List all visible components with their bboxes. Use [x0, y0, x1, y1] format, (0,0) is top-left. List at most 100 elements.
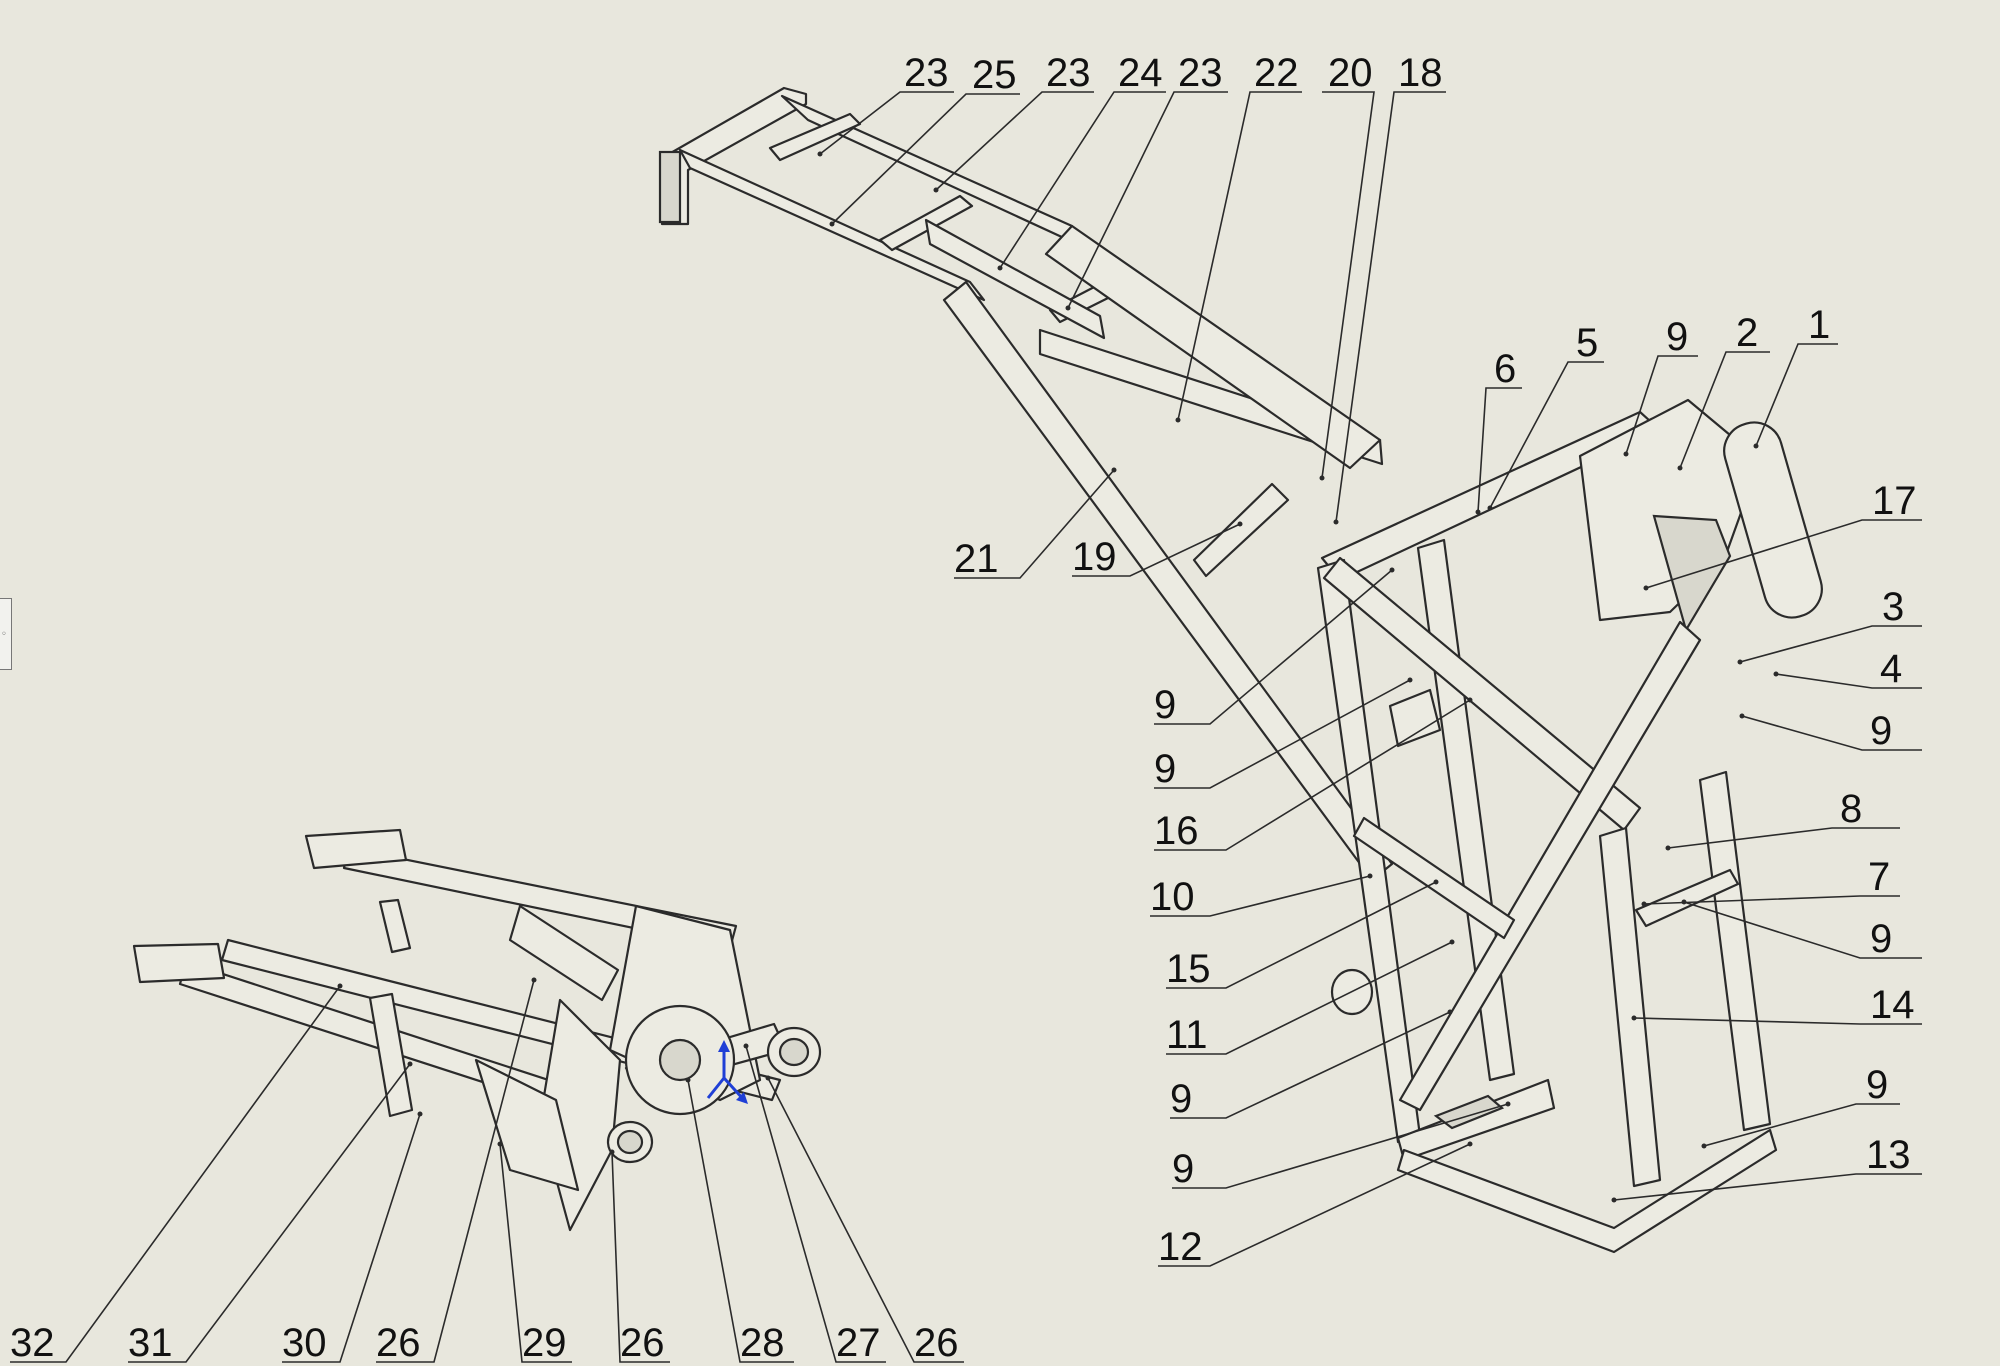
upper-beam: [1044, 224, 1382, 470]
main-frame-callout-number: 7: [1868, 855, 1890, 899]
head-tube: [1723, 421, 1823, 619]
main-frame: [658, 86, 1823, 1254]
main-frame-leader-dot: [1641, 901, 1647, 907]
main-frame-leader-dot: [1237, 521, 1243, 527]
main-frame-callout-number: 23: [1046, 51, 1091, 95]
main-frame-callout-number: 13: [1866, 1133, 1911, 1177]
main-frame-leader-dot: [1319, 475, 1325, 481]
main-frame-leader-line: [1489, 361, 1604, 509]
main-frame-leader-line: [1667, 827, 1900, 849]
main-frame-leader-dot: [1643, 585, 1649, 591]
pivot-bushing-right-bore: [778, 1037, 810, 1067]
main-frame-leader-line: [1177, 91, 1302, 421]
swingarm-callout-number: 26: [914, 1321, 959, 1365]
main-frame-leader-dot: [1677, 465, 1683, 471]
main-frame-leader-line: [1679, 351, 1770, 469]
main-frame-leader-line: [999, 91, 1166, 269]
swingarm-leader-dot: [685, 1077, 691, 1083]
main-frame-leader-dot: [1737, 659, 1743, 665]
main-frame-leader-line: [935, 91, 1094, 191]
main-frame-callout-number: 1: [1808, 303, 1830, 347]
swingarm-leader-line: [376, 979, 535, 1363]
side-panel-handle[interactable]: ◦: [0, 598, 12, 670]
main-frame-leader-line: [1683, 901, 1922, 959]
main-frame-leader-line: [1645, 519, 1922, 589]
swingarm-leader-line: [499, 1143, 572, 1363]
main-frame-callout-number: 9: [1666, 315, 1688, 359]
main-frame-leader-line: [1613, 1173, 1922, 1201]
main-frame-leader-line: [1643, 895, 1900, 905]
swingarm-leader-dot: [497, 1141, 503, 1147]
main-frame-leader-line: [1477, 387, 1522, 513]
main-frame-leader-line: [1072, 523, 1241, 577]
main-frame-callout-number: 10: [1150, 875, 1195, 919]
main-frame-leader-line: [1633, 1017, 1922, 1025]
swingarm-leader-line: [745, 1045, 886, 1363]
main-frame-leader-line: [1321, 91, 1375, 479]
main-frame-leader-line: [1170, 1011, 1451, 1119]
main-frame-leader-dot: [1367, 873, 1373, 879]
swingarm-callout-number: 28: [740, 1321, 785, 1365]
main-frame-callout-number: 6: [1494, 347, 1516, 391]
swingarm-callout-number: 27: [836, 1321, 881, 1365]
swingarm-callout-number: 31: [128, 1321, 173, 1365]
main-frame-leader-dot: [1505, 1101, 1511, 1107]
swingarm-end-right: [132, 942, 226, 984]
main-frame-leader-dot: [1389, 567, 1395, 573]
main-frame-leader-line: [1158, 1143, 1471, 1267]
front-column-14: [1598, 826, 1662, 1188]
main-frame-callout-number: 2: [1736, 311, 1758, 355]
swingarm-leader-dot: [337, 983, 343, 989]
pivot-bushing-left-bore: [616, 1129, 644, 1155]
rear-carrier-plate: [660, 86, 808, 226]
swingarm-leader-dot: [765, 1075, 771, 1081]
bottom-cross-12: [1396, 1078, 1556, 1162]
main-frame-leader-dot: [1433, 879, 1439, 885]
bottom-rail: [1396, 1128, 1778, 1254]
main-frame-callout-number: 19: [1072, 535, 1117, 579]
main-frame-leader-dot: [1175, 417, 1181, 423]
sprocket-hub: [658, 1038, 702, 1082]
main-frame-callout-number: 9: [1870, 709, 1892, 753]
main-frame-leader-dot: [1111, 467, 1117, 473]
main-frame-callout-number: 12: [1158, 1225, 1203, 1269]
coordinate-triad-icon[interactable]: [706, 1040, 748, 1104]
main-frame-callout-number: 24: [1118, 51, 1163, 95]
main-frame-leader-line: [831, 93, 1020, 225]
main-frame-leader-dot: [1487, 505, 1493, 511]
main-frame-leader-line: [1166, 941, 1453, 1055]
main-frame-callout-number: 17: [1872, 479, 1917, 523]
seat-rail-inner: [924, 218, 1106, 340]
main-frame-callout-number: 22: [1254, 51, 1299, 95]
main-frame-leader-dot: [817, 151, 823, 157]
main-frame-callout-number: 3: [1882, 585, 1904, 629]
swingarm: [132, 828, 822, 1232]
tab-bracket: [1388, 688, 1442, 748]
swingarm-plate-29: [474, 1058, 580, 1192]
main-frame-leader-dot: [1407, 677, 1413, 683]
main-frame-leader-dot: [1631, 1015, 1637, 1021]
main-frame-leader-dot: [1467, 697, 1473, 703]
main-frame-leader-dot: [1739, 713, 1745, 719]
main-frame-leader-dot: [933, 187, 939, 193]
main-frame-leader-line: [1154, 569, 1393, 725]
main-frame-leader-line: [954, 469, 1115, 579]
main-frame-leader-line: [1172, 1103, 1509, 1189]
main-frame-callout-number: 18: [1398, 51, 1443, 95]
main-frame-leader-line: [1625, 355, 1698, 455]
main-frame-callout-number: 25: [972, 53, 1017, 97]
main-frame-callout-number: 9: [1154, 747, 1176, 791]
swingarm-callout-number: 30: [282, 1321, 327, 1365]
main-frame-callout-number: 8: [1840, 787, 1862, 831]
rear-bracket: [658, 150, 682, 224]
cross-member-7: [1634, 868, 1740, 928]
main-frame-leader-line: [1741, 715, 1922, 751]
main-frame-callout-number: 20: [1328, 51, 1373, 95]
swingarm-strut-30: [368, 992, 414, 1118]
main-frame-leader-line: [1775, 673, 1922, 689]
main-frame-leader-dot: [1065, 305, 1071, 311]
main-frame-leader-dot: [1681, 899, 1687, 905]
